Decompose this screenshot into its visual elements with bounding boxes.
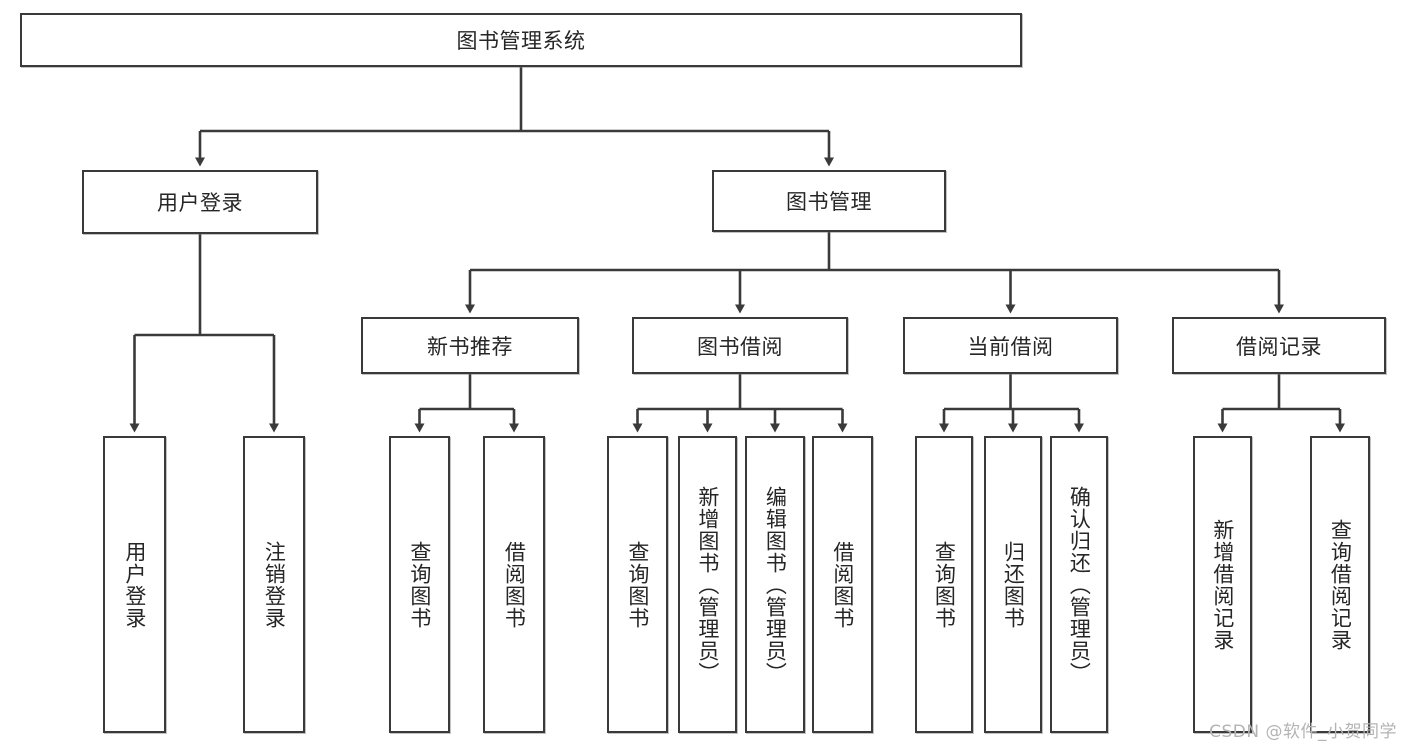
node-label-current-borrow: 当前借阅 [967,334,1054,359]
node-user-login[interactable]: 用户登录 [82,170,318,234]
node-label-leaf-edit-book-admin: 编辑图书（管理员） [763,485,788,684]
node-label-leaf-query-book-current: 查询图书 [932,540,957,629]
node-book-borrow[interactable]: 图书借阅 [632,317,848,374]
node-label-leaf-query-book-new: 查询图书 [407,540,432,629]
node-book-management[interactable]: 图书管理 [712,170,946,232]
node-leaf-edit-book-admin[interactable]: 编辑图书（管理员） [745,436,805,733]
node-root[interactable]: 图书管理系统 [20,13,1022,67]
node-label-leaf-borrow-book-new: 借阅图书 [502,540,527,629]
node-leaf-query-book-new[interactable]: 查询图书 [389,436,450,733]
node-current-borrow[interactable]: 当前借阅 [903,317,1118,374]
node-leaf-borrow-book[interactable]: 借阅图书 [812,436,873,733]
node-label-leaf-query-book-borrow: 查询图书 [625,540,650,629]
node-label-root: 图书管理系统 [456,29,586,53]
node-leaf-return-book[interactable]: 归还图书 [984,436,1042,733]
node-label-book-borrow: 图书借阅 [697,334,783,359]
node-leaf-query-borrow-record[interactable]: 查询借阅记录 [1310,436,1370,733]
node-leaf-logout[interactable]: 注销登录 [243,436,305,733]
node-label-leaf-borrow-book: 借阅图书 [830,540,855,629]
node-leaf-query-book-current[interactable]: 查询图书 [915,436,973,733]
node-leaf-query-book-borrow[interactable]: 查询图书 [607,436,668,733]
node-label-borrow-records: 借阅记录 [1236,334,1322,359]
node-label-leaf-user-login: 用户登录 [122,540,147,629]
node-leaf-user-login[interactable]: 用户登录 [103,436,166,733]
node-label-new-book-recommend: 新书推荐 [427,334,513,359]
node-label-leaf-add-book-admin: 新增图书（管理员） [695,485,720,684]
node-borrow-records[interactable]: 借阅记录 [1172,317,1386,374]
node-label-leaf-query-borrow-record: 查询借阅记录 [1328,518,1353,651]
watermark-text: CSDN @软件_小贺同学 [1209,722,1397,742]
node-leaf-add-book-admin[interactable]: 新增图书（管理员） [678,436,737,733]
node-leaf-confirm-return-admin[interactable]: 确认归还（管理员） [1050,436,1108,733]
node-label-book-management: 图书管理 [786,190,872,214]
node-label-leaf-logout: 注销登录 [262,540,287,629]
node-label-leaf-add-borrow-record: 新增借阅记录 [1210,518,1235,651]
node-leaf-borrow-book-new[interactable]: 借阅图书 [483,436,545,733]
node-label-leaf-confirm-return-admin: 确认归还（管理员） [1067,485,1092,684]
node-label-user-login: 用户登录 [157,191,243,215]
node-leaf-add-borrow-record[interactable]: 新增借阅记录 [1193,436,1252,733]
node-label-leaf-return-book: 归还图书 [1001,540,1026,629]
node-new-book-recommend[interactable]: 新书推荐 [361,317,579,374]
